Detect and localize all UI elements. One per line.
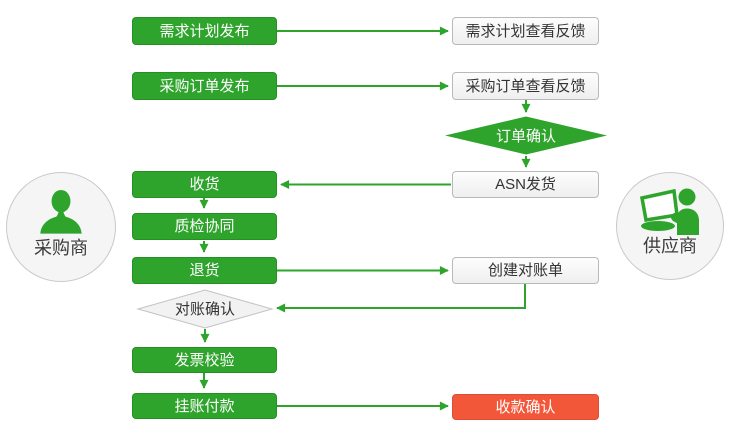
node-asn-shipping: ASN发货: [452, 171, 599, 198]
node-purchase-order-publish: 采购订单发布: [132, 72, 277, 100]
node-book-payment: 挂账付款: [132, 393, 277, 419]
diamond-order-confirm-label: 订单确认: [495, 127, 556, 145]
buyer-person-icon: [40, 189, 82, 234]
node-demand-plan-publish: 需求计划发布: [132, 17, 277, 45]
diamond-reconciliation-confirm-label: 对账确认: [174, 300, 235, 318]
node-invoice-verification: 发票校验: [132, 347, 277, 373]
node-receive-goods: 收货: [132, 171, 277, 198]
node-create-statement: 创建对账单: [452, 257, 599, 284]
actor-supplier: 供应商: [616, 172, 724, 280]
actor-buyer: 采购商: [6, 172, 116, 282]
diamond-reconciliation-confirm-shape: [136, 289, 274, 329]
node-payment-receipt-confirm: 收款确认: [452, 394, 599, 420]
node-return-goods: 退货: [132, 257, 277, 284]
node-quality-collaboration: 质检协同: [132, 213, 277, 240]
buyer-label: 采购商: [34, 238, 88, 258]
node-demand-plan-feedback: 需求计划查看反馈: [452, 17, 599, 45]
arrow-statement-to-reconfirm: [276, 284, 526, 313]
diamond-order-confirm-shape: [445, 116, 607, 155]
node-purchase-order-feedback: 采购订单查看反馈: [452, 72, 599, 100]
supplier-person-laptop-icon: [639, 188, 699, 235]
supplier-label: 供应商: [643, 236, 697, 256]
